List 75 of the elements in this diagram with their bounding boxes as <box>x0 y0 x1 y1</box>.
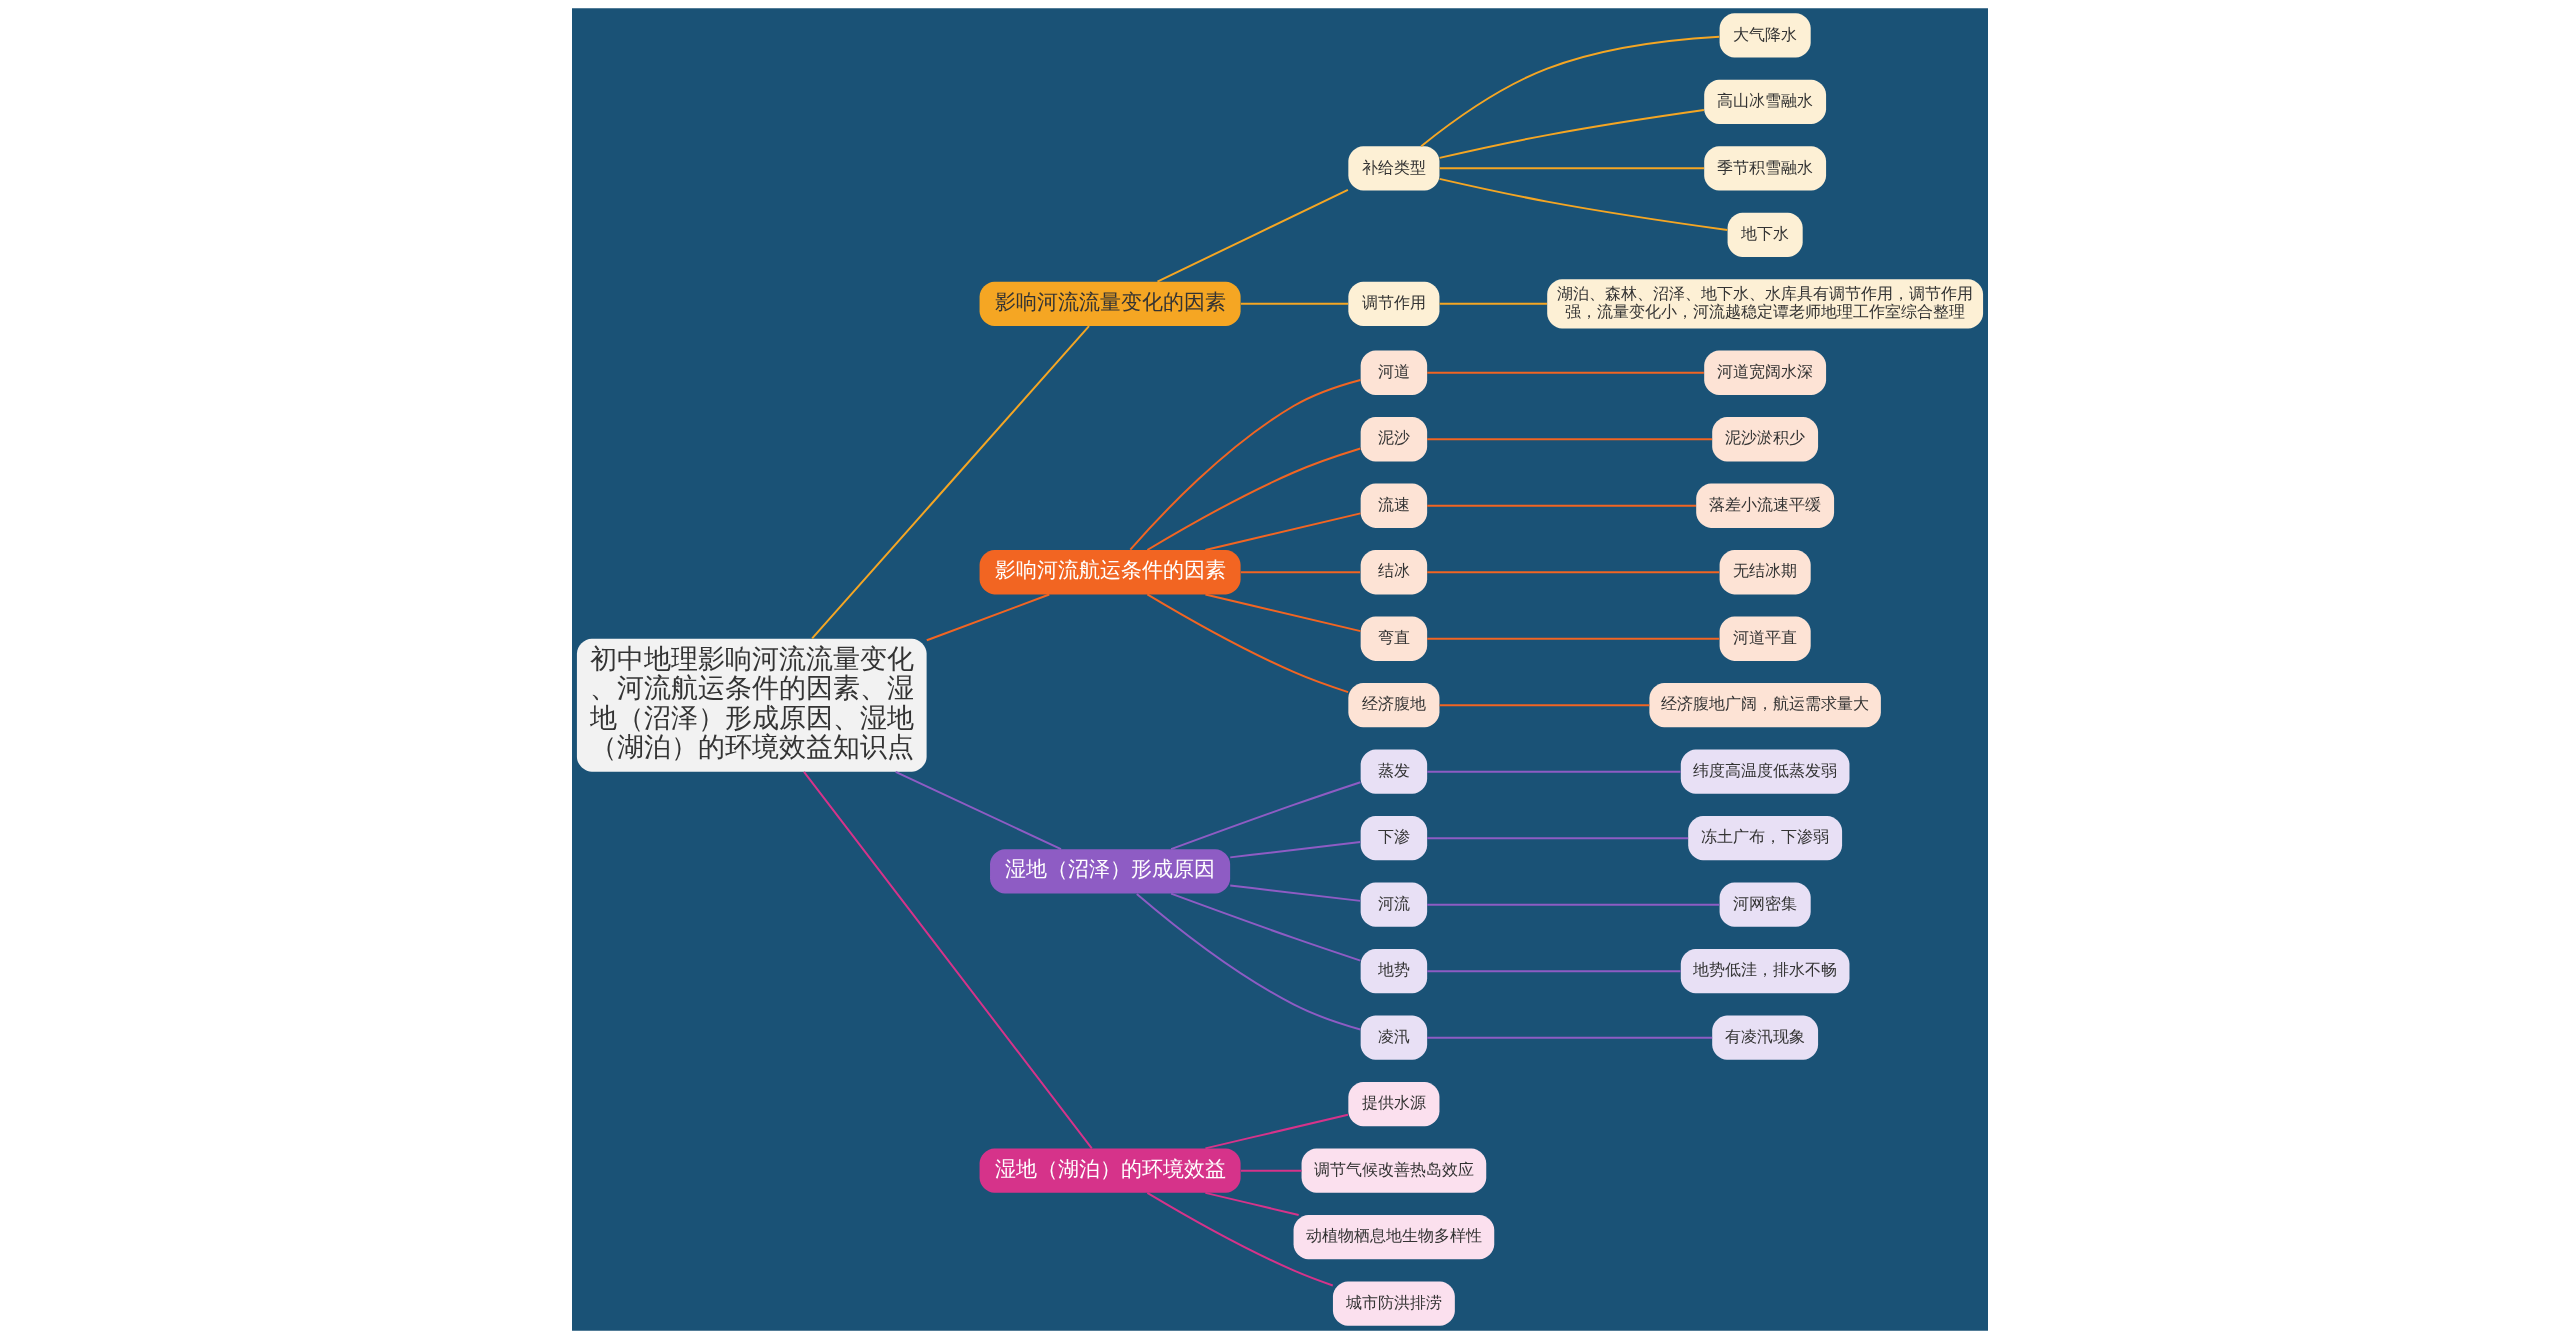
connector <box>1204 593 1362 633</box>
connector <box>1426 837 1690 840</box>
node-box: 河网密集 <box>1719 882 1811 927</box>
connector <box>1204 512 1362 551</box>
connector <box>1135 893 1362 1031</box>
connector <box>811 325 1090 640</box>
node-box: 动植物栖息地生物多样性 <box>1293 1214 1495 1260</box>
connector <box>1438 177 1729 231</box>
connector <box>1170 781 1362 851</box>
connector <box>1239 1169 1303 1172</box>
connector <box>1426 504 1697 507</box>
node-box: 经济腹地 <box>1348 683 1440 728</box>
node-box: 调节气候改善热岛效应 <box>1301 1148 1487 1193</box>
node-box: 大气降水 <box>1719 13 1811 58</box>
node-box: 凌汛 <box>1360 1015 1428 1060</box>
connector <box>1129 378 1362 551</box>
connector <box>1426 571 1721 574</box>
connector <box>1229 884 1362 902</box>
node-box: 落差小流速平缓 <box>1696 483 1835 528</box>
node-box: 弯直 <box>1360 616 1428 661</box>
node-box: 流速 <box>1360 483 1428 528</box>
node-box: 经济腹地广阔，航运需求量大 <box>1649 683 1881 728</box>
node-box: 湿地（湖泊）的环境效益 <box>979 1148 1241 1193</box>
node-box: 河流 <box>1360 882 1428 927</box>
connector <box>1204 1113 1349 1150</box>
connector <box>1426 371 1705 374</box>
connector <box>1229 841 1362 859</box>
node-box: 蒸发 <box>1360 749 1428 794</box>
node-box: 影响河流流量变化的因素 <box>979 281 1241 326</box>
node-box: 河道 <box>1360 350 1428 395</box>
connector <box>1438 167 1705 170</box>
connector <box>1146 593 1350 694</box>
connector <box>803 770 1093 1150</box>
node-box: 泥沙淤积少 <box>1712 417 1819 462</box>
node-box: 下渗 <box>1360 816 1428 861</box>
node-box: 季节积雪融水 <box>1704 146 1827 191</box>
node-box: 湿地（沼泽）形成原因 <box>990 849 1231 894</box>
connector <box>1420 35 1721 148</box>
node-box: 河道平直 <box>1719 616 1811 661</box>
node-box: 地势低洼，排水不畅 <box>1680 949 1850 994</box>
node-box: 影响河流航运条件的因素 <box>979 550 1241 595</box>
connector <box>1204 1191 1300 1216</box>
connector <box>1426 637 1721 640</box>
connector <box>1239 571 1362 574</box>
node-box: 无结冰期 <box>1719 550 1811 595</box>
node-box: 泥沙 <box>1360 417 1428 462</box>
node-box: 有凌汛现象 <box>1712 1015 1819 1060</box>
connector <box>1438 109 1705 159</box>
node-box: 调节作用 <box>1348 281 1440 326</box>
node-box: 城市防洪排涝 <box>1332 1281 1455 1326</box>
connector <box>1146 1191 1334 1287</box>
connector <box>1426 903 1721 906</box>
node-box: 初中地理影响河流流量变化、河流航运条件的因素、湿地（沼泽）形成原因、湿地（湖泊）的环境效益知识点 <box>576 638 927 772</box>
connector <box>1426 438 1714 441</box>
connector <box>1146 447 1362 551</box>
node-box: 纬度高温度低蒸发弱 <box>1680 749 1850 794</box>
connector <box>1156 188 1349 283</box>
node-box: 河道宽阔水深 <box>1704 350 1827 395</box>
node-box: 结冰 <box>1360 550 1428 595</box>
node-box: 湖泊、森林、沼泽、地下水、水库具有调节作用，调节作用强，流量变化小，河流越稳定谭老师地理工作室综合整理 <box>1547 279 1984 329</box>
node-box: 提供水源 <box>1348 1082 1440 1127</box>
connector <box>1438 704 1651 707</box>
node-box: 冻土广布，下渗弱 <box>1688 816 1843 861</box>
connector <box>1426 770 1682 773</box>
connector <box>1239 302 1350 305</box>
node-box: 地势 <box>1360 949 1428 994</box>
connector <box>1438 302 1548 305</box>
connector <box>1426 970 1682 973</box>
node-box: 高山冰雪融水 <box>1704 79 1827 125</box>
connector <box>1426 1036 1714 1039</box>
node-box: 补给类型 <box>1348 146 1440 191</box>
connector <box>894 770 1062 851</box>
connector <box>925 593 1051 642</box>
connector <box>1170 892 1362 962</box>
node-box: 地下水 <box>1727 212 1803 257</box>
